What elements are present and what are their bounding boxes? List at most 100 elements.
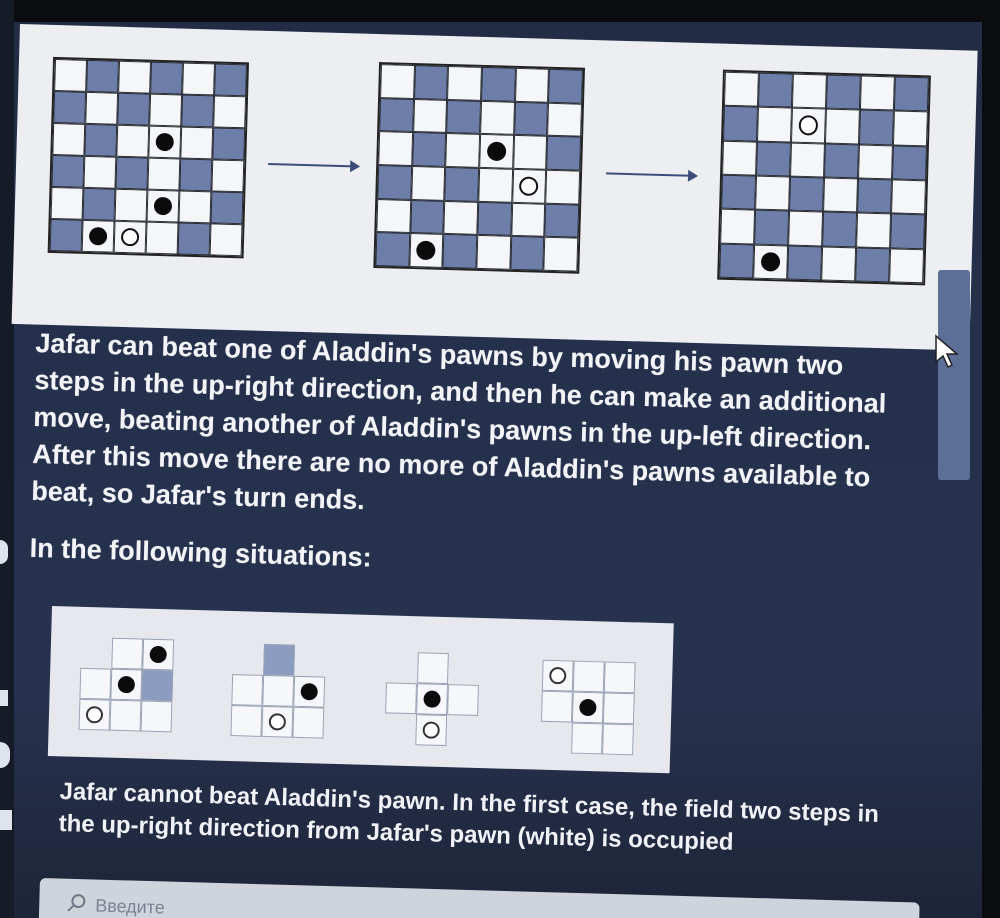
board-cell [757, 106, 792, 143]
situation-board-3 [384, 651, 480, 747]
board-cell [824, 143, 859, 179]
board-cell [293, 675, 326, 708]
board-cell [858, 144, 893, 180]
white-pawn-icon [519, 176, 539, 196]
board-cell [109, 699, 142, 732]
board-cell [211, 159, 245, 193]
board-cell [114, 188, 148, 222]
white-pawn-icon [798, 115, 819, 136]
board-cell [83, 155, 117, 189]
cannot-beat-text: Jafar cannot beat Aladdin's pawn. In the… [58, 776, 919, 864]
board-cell [892, 145, 927, 181]
board-cell [447, 65, 482, 101]
black-pawn-icon [117, 675, 136, 694]
board-cell [150, 61, 183, 95]
board-cell [757, 72, 793, 108]
board-cell [178, 190, 212, 224]
board-cell [859, 75, 895, 111]
board-cell [753, 244, 789, 280]
board-cell [181, 94, 215, 128]
board-cell [443, 200, 479, 236]
board-cell [384, 713, 416, 745]
black-pawn-icon [416, 240, 437, 261]
board-cell [822, 211, 858, 248]
board-cell [115, 156, 149, 190]
board-cell [262, 674, 295, 707]
board-cell [858, 109, 894, 146]
board-cell [446, 99, 482, 135]
board-cell [442, 234, 478, 269]
board-cell [547, 102, 583, 138]
cannot-beat-paragraph: Jafar cannot beat Aladdin's pawn. In the… [58, 777, 880, 856]
board-cell [379, 97, 414, 133]
board-cell [546, 136, 582, 171]
situation-board-2 [230, 643, 326, 739]
board-cell [478, 167, 513, 203]
board-cell [116, 124, 150, 158]
board-cell [209, 223, 243, 257]
board-cell [294, 645, 326, 677]
board-cell [721, 174, 757, 210]
board-cell [117, 92, 151, 126]
board-cell [511, 168, 547, 204]
board-cell [509, 236, 545, 271]
board-cell [602, 723, 634, 756]
board-cell [571, 691, 604, 724]
situation-board-1 [78, 637, 175, 733]
board-cell [180, 126, 214, 160]
board-cell [855, 247, 891, 283]
board-cell [512, 135, 548, 170]
board-cell [86, 59, 120, 93]
board-cell [409, 233, 444, 268]
board-cell [856, 212, 892, 249]
board-cell [788, 210, 824, 247]
board-cell [544, 203, 580, 238]
board-cell [481, 66, 516, 102]
board-cell [214, 63, 247, 97]
board-cell [230, 705, 263, 737]
arrow-right-icon [606, 172, 697, 177]
scrollbar-thumb[interactable] [938, 270, 970, 480]
board-cell [85, 91, 119, 125]
board-cell [890, 213, 926, 249]
board-cell [292, 706, 325, 739]
black-pawn-icon [155, 132, 175, 152]
board-cell [50, 186, 84, 220]
monitor-bezel-right [982, 0, 1000, 918]
board-cell [540, 690, 573, 723]
black-pawn-icon [153, 196, 173, 216]
board-cell [821, 246, 857, 282]
black-pawn-icon [299, 682, 319, 701]
board-cell [445, 133, 481, 168]
board-cell [140, 700, 173, 733]
board-after [717, 69, 931, 286]
white-pawn-icon [548, 666, 567, 685]
arrow-right-icon [268, 162, 359, 168]
board-cell [377, 165, 412, 200]
board-cell [823, 177, 859, 213]
board-cell [141, 669, 174, 702]
board-cell [602, 692, 635, 725]
board-cell [84, 123, 118, 157]
board-cell [118, 60, 151, 94]
board-cell [723, 71, 759, 107]
board-cell [510, 202, 546, 238]
board-before [47, 56, 250, 259]
board-middle [373, 62, 585, 274]
board-cell [386, 651, 418, 683]
board-cell [892, 110, 928, 147]
message-input-bar[interactable]: Введите [38, 878, 920, 918]
board-cell [415, 714, 448, 747]
board-cell [722, 140, 758, 176]
board-cell [889, 248, 925, 284]
board-cell [147, 157, 181, 191]
search-icon [67, 894, 86, 912]
board-cell [514, 67, 550, 103]
board-cell [212, 127, 246, 161]
board-cell [82, 187, 116, 221]
black-pawn-icon [422, 689, 442, 709]
board-cell [603, 661, 636, 694]
board-cell [182, 62, 215, 96]
board-cell [54, 58, 88, 92]
board-cell [756, 141, 791, 177]
